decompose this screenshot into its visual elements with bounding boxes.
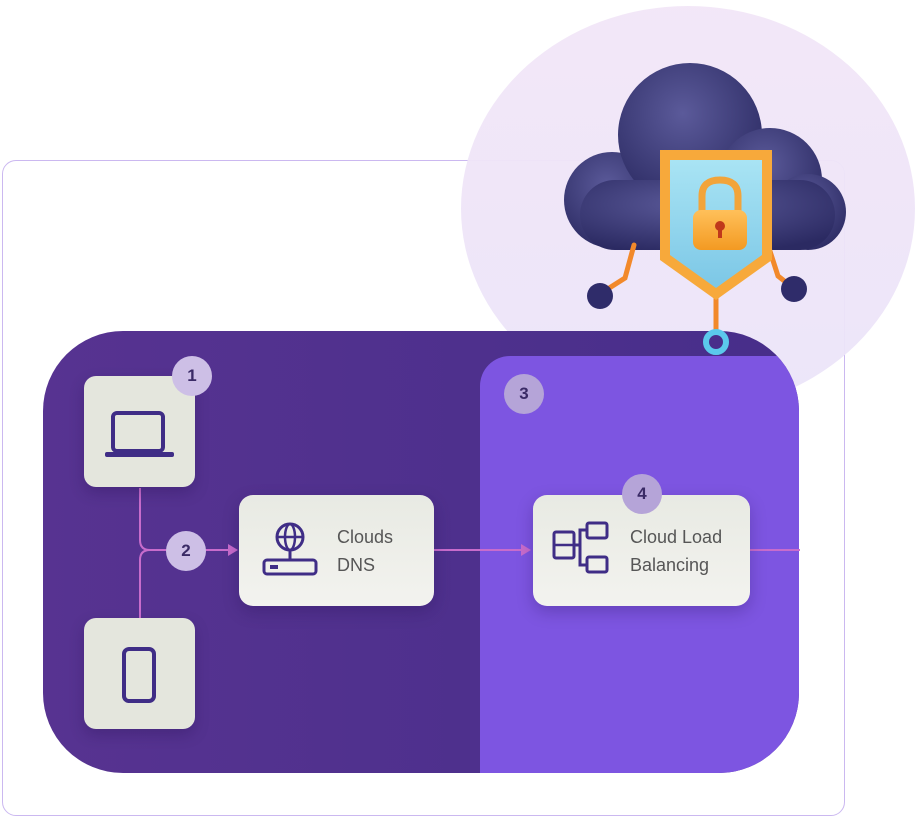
laptop-icon: [105, 411, 174, 457]
balancer-label-line1: Cloud Load: [630, 527, 723, 547]
phone-connector: [139, 549, 151, 618]
balancer-label-line2: Balancing: [630, 555, 710, 575]
arrowhead-balancer: [521, 544, 531, 556]
dns-label-line2: DNS: [337, 555, 376, 575]
connector-ring: [703, 329, 729, 355]
step-badge-2: 2: [166, 531, 206, 571]
mobile-card[interactable]: [84, 618, 195, 729]
cloud-load-balancing-node[interactable]: Cloud Load Balancing: [533, 495, 750, 606]
step-badge-4: 4: [622, 474, 662, 514]
globe-server-icon: [262, 522, 318, 576]
clouds-dns-node[interactable]: Clouds DNS: [239, 495, 434, 606]
load-balancer-icon: [552, 521, 609, 574]
lock-shackle: [698, 176, 742, 212]
laptop-card[interactable]: [84, 376, 195, 487]
arrowhead-dns: [228, 544, 238, 556]
mobile-phone-icon: [122, 647, 156, 703]
outer-frame: [2, 160, 845, 816]
step-badge-1: 1: [172, 356, 212, 396]
dns-label-line1: Clouds: [337, 527, 394, 547]
step-badge-3: 3: [504, 374, 544, 414]
